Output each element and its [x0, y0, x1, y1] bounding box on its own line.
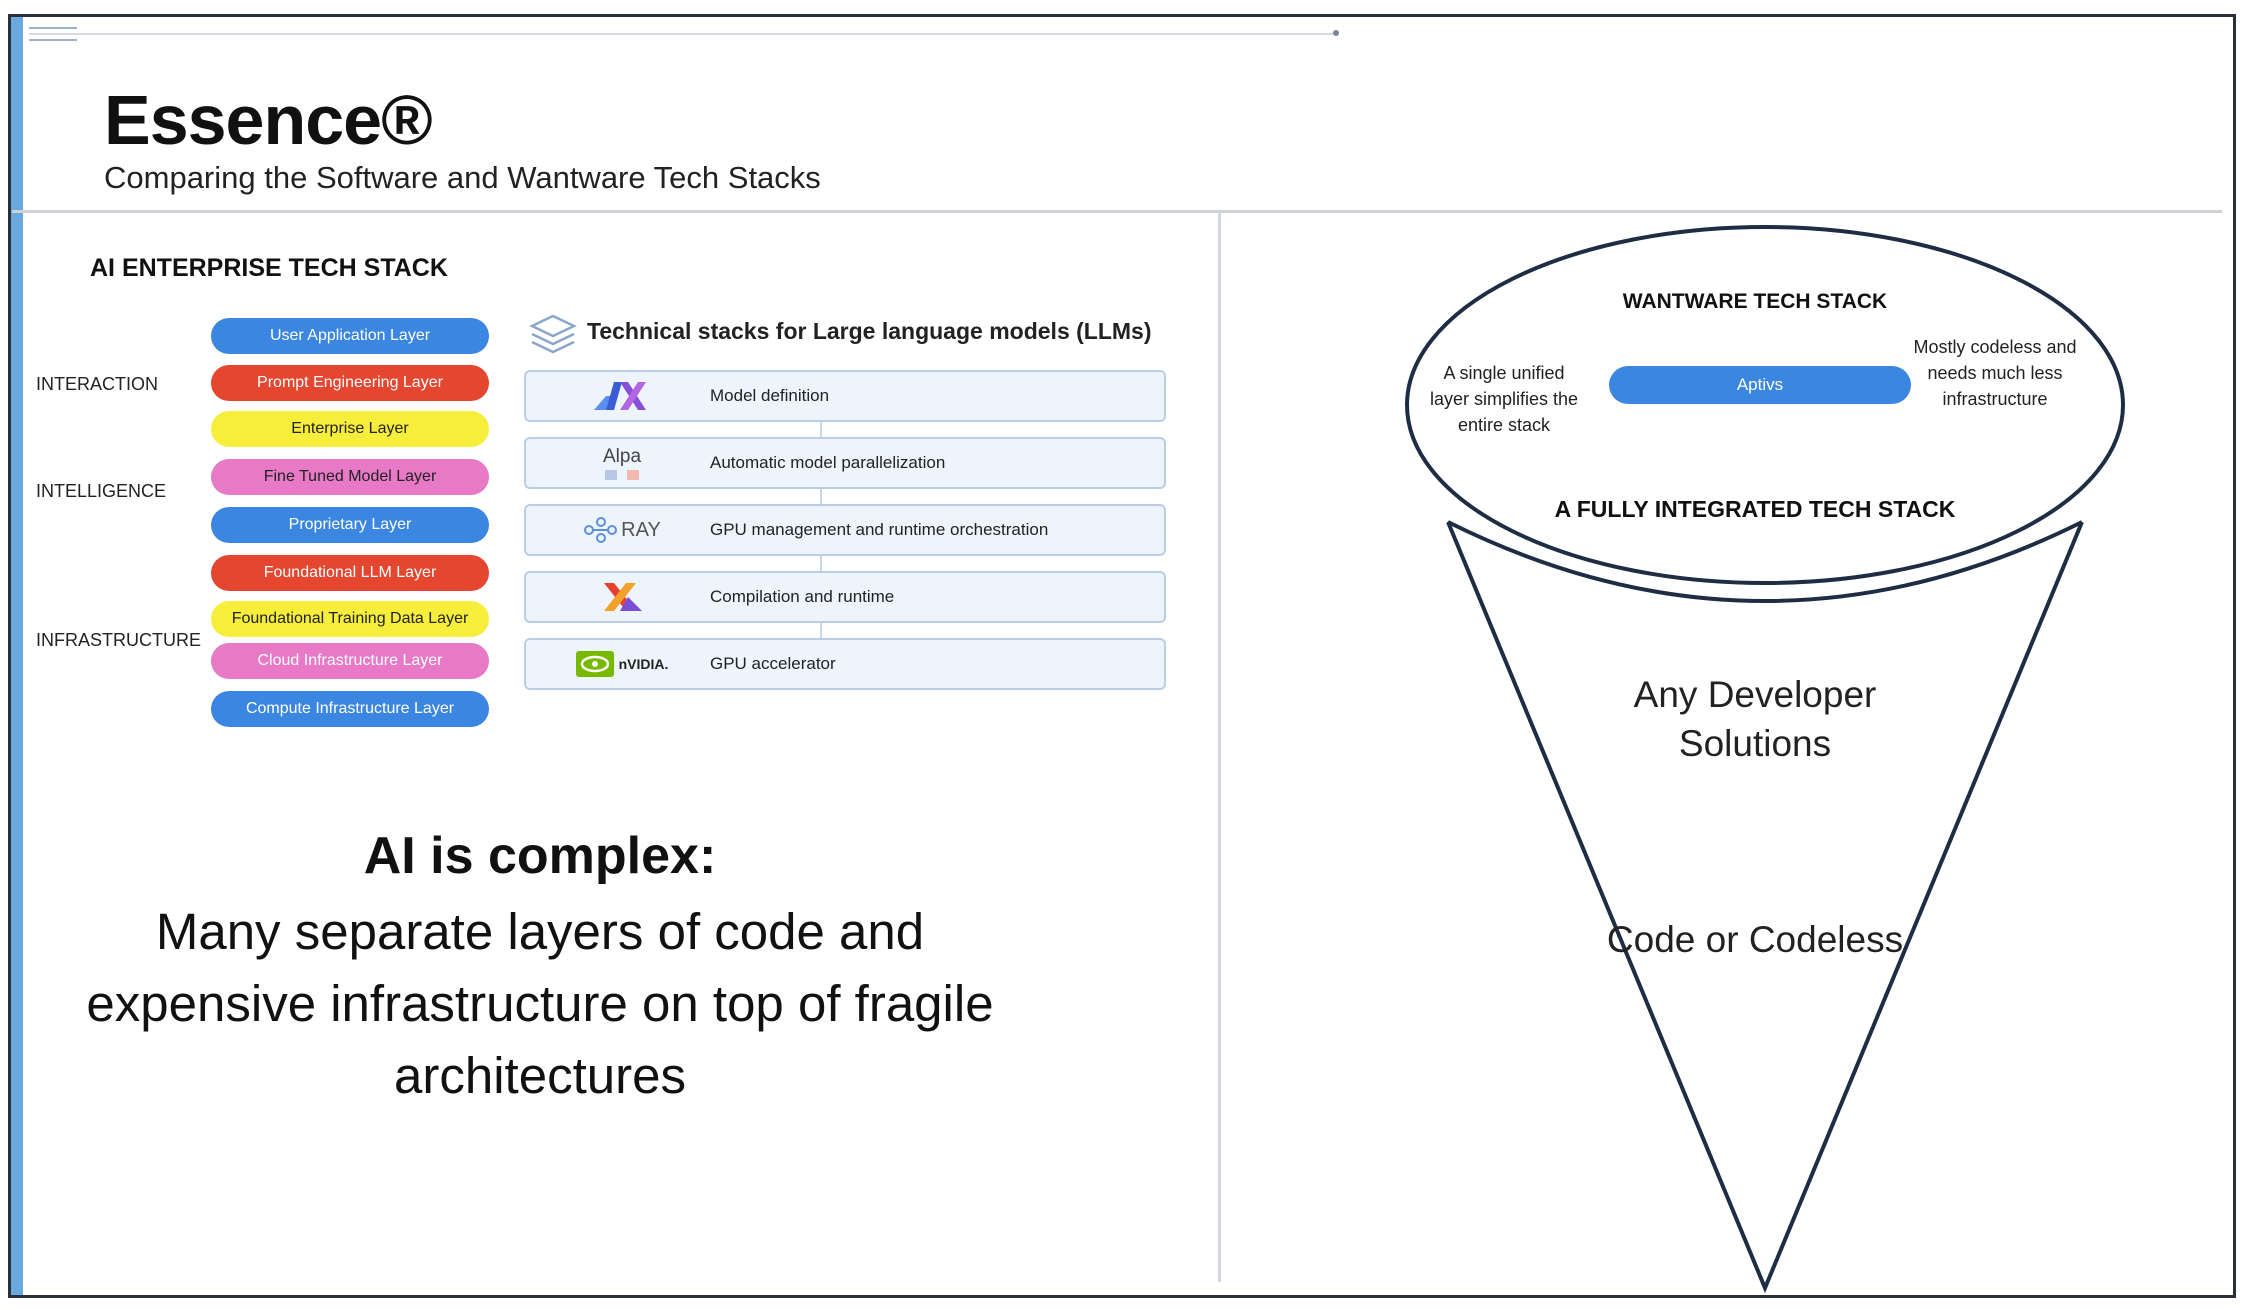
llm-row-label: GPU management and runtime orchestration — [710, 520, 1049, 539]
wantware-right-note: Mostly codeless and needs much less infr… — [1913, 337, 2077, 409]
llm-row-model-definition: Model definition — [524, 370, 1166, 422]
alpa-logo-text: Alpa — [602, 445, 642, 467]
integrated-stack-label: A FULLY INTEGRATED TECH STACK — [1554, 496, 1956, 522]
layer-pill: Proprietary Layer — [211, 507, 489, 543]
funnel-text-code-or-codeless: Code or Codeless — [1606, 919, 1904, 960]
ray-logo-icon: RAY — [562, 506, 682, 554]
wantware-left-note: A single unified layer simplifies the en… — [1429, 363, 1579, 435]
left-accent-bar — [11, 17, 23, 1295]
progress-end-dot — [1333, 30, 1339, 36]
page-title: Essence® — [104, 81, 433, 159]
layer-pill: Prompt Engineering Layer — [211, 365, 489, 401]
llm-row-label: Model definition — [710, 386, 830, 405]
group-label-infrastructure: INFRASTRUCTURE — [36, 630, 201, 650]
llm-stack-title: Technical stacks for Large language mode… — [587, 318, 1152, 344]
wantware-title: WANTWARE TECH STACK — [1622, 290, 1888, 313]
llm-row-label: GPU accelerator — [710, 654, 836, 673]
layer-pill: Enterprise Layer — [211, 411, 489, 447]
progress-handle[interactable] — [29, 27, 77, 41]
column-divider — [1218, 212, 1221, 1282]
llm-row-label: Automatic model parallelization — [710, 453, 946, 472]
group-label-intelligence: INTELLIGENCE — [36, 481, 167, 501]
ray-logo-text: RAY — [621, 518, 661, 541]
layer-pill: Fine Tuned Model Layer — [211, 459, 489, 495]
wantware-funnel-diagram — [1405, 225, 2125, 1294]
nvidia-logo-icon: nVIDIA. — [562, 640, 682, 688]
progress-track[interactable] — [29, 27, 1339, 41]
xla-logo-icon — [562, 573, 682, 621]
group-label-interaction: INTERACTION — [36, 374, 159, 394]
llm-row-label: Compilation and runtime — [710, 587, 895, 606]
jax-logo-icon — [562, 372, 682, 420]
llm-row-model-parallelization: Alpa Automatic model parallelization — [524, 437, 1166, 489]
aptivs-pill: Aptivs — [1609, 366, 1911, 404]
complexity-body: Many separate layers of code and expensi… — [86, 903, 994, 1104]
layer-pill: Foundational LLM Layer — [211, 555, 489, 591]
alpa-logo-blocks — [605, 469, 639, 480]
nvidia-logo-text: nVIDIA. — [618, 656, 669, 672]
llm-row-gpu-accelerator: nVIDIA. GPU accelerator — [524, 638, 1166, 690]
layer-pill: Compute Infrastructure Layer — [211, 691, 489, 727]
layer-pill: User Application Layer — [211, 318, 489, 354]
complexity-headline: AI is complex: — [363, 827, 717, 885]
ai-stack-title: AI ENTERPRISE TECH STACK — [90, 254, 448, 282]
stack-layers-icon — [529, 314, 577, 354]
header-divider — [12, 210, 2222, 213]
layer-pill: Foundational Training Data Layer — [211, 601, 489, 637]
alpa-logo-icon: Alpa — [562, 439, 682, 487]
llm-row-compilation: Compilation and runtime — [524, 571, 1166, 623]
llm-row-gpu-management: RAY GPU management and runtime orchestra… — [524, 504, 1166, 556]
funnel-text-developer-solutions: Any Developer Solutions — [1633, 674, 1877, 764]
layer-pill: Cloud Infrastructure Layer — [211, 643, 489, 679]
page-subtitle: Comparing the Software and Wantware Tech… — [104, 160, 821, 195]
